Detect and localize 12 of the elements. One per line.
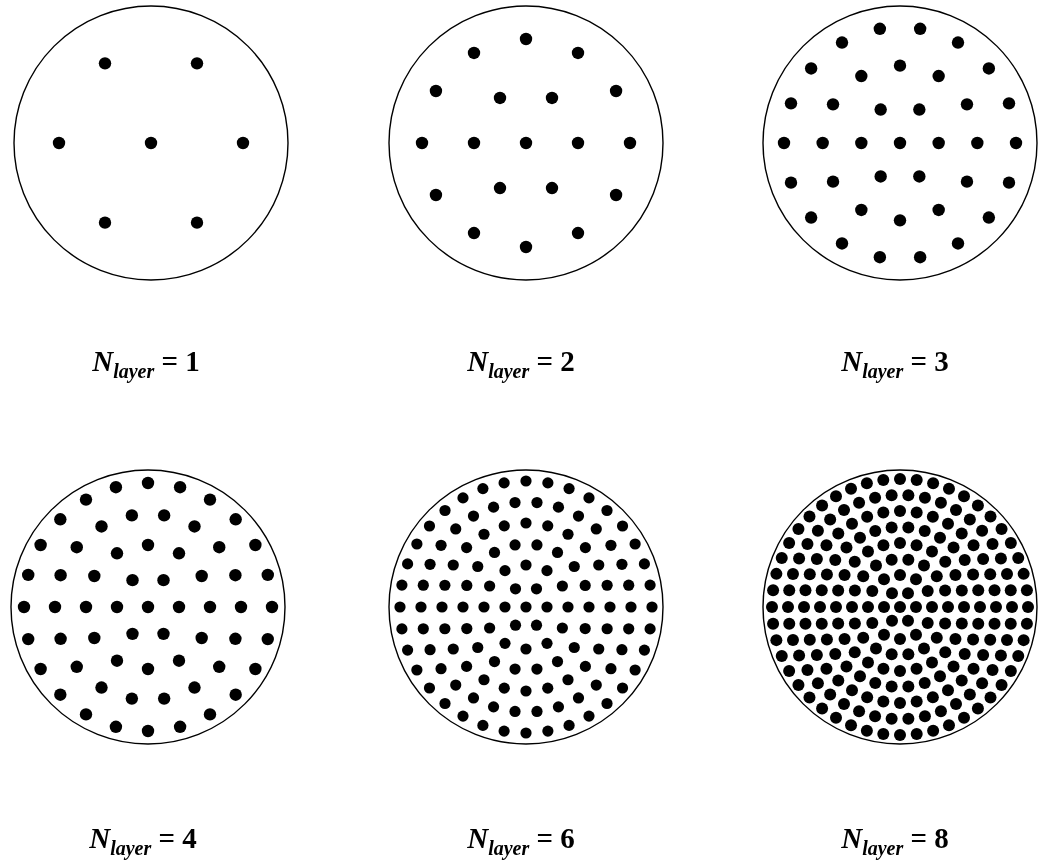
formula-label: N$_{layer}$ = 1 — [92, 345, 200, 383]
formula-label: N$_{layer}$ = 6 — [467, 822, 575, 860]
formula-label: N$_{layer}$ = 2 — [467, 345, 575, 383]
formula-label: N$_{layer}$ = 8 — [841, 822, 949, 860]
formula-label: N$_{layer}$ = 3 — [841, 345, 949, 383]
dotted-circle-drawing — [387, 4, 665, 282]
dotted-circle-drawing — [9, 468, 287, 746]
dotted-circle-drawing — [761, 4, 1038, 282]
formula-label: N$_{layer}$ = 4 — [89, 822, 197, 860]
dotted-circle-drawing — [12, 4, 290, 282]
dotted-circle-drawing — [387, 468, 665, 746]
dotted-circle-drawing — [761, 468, 1038, 746]
